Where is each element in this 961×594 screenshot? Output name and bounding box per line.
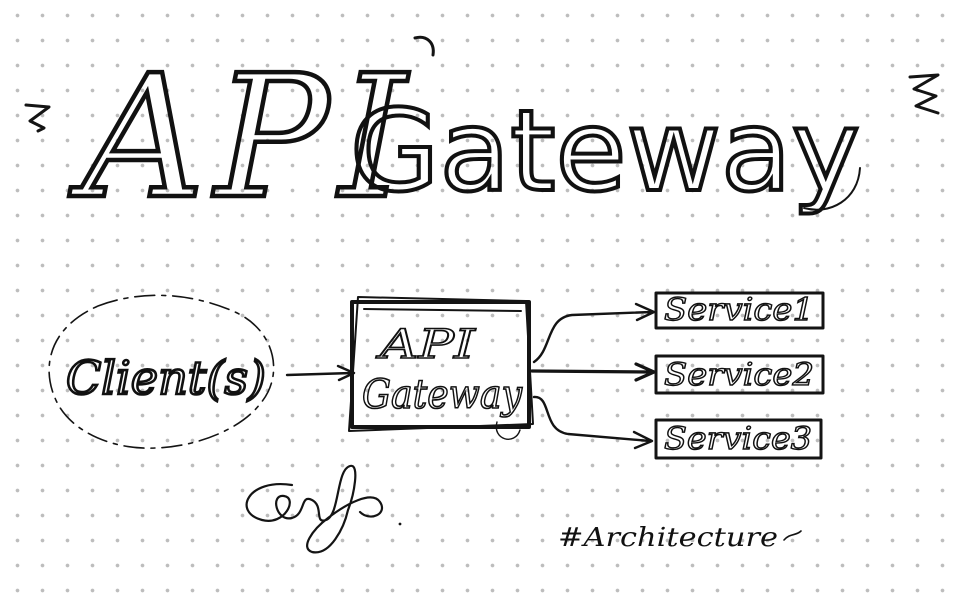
- right-squiggle-mark: [908, 73, 940, 115]
- service3-label: Service3: [664, 421, 812, 457]
- client-to-gateway-arrow: [285, 364, 356, 382]
- hashtag-tail-mark: [783, 530, 802, 541]
- title-y-tail: [803, 167, 861, 211]
- hashtag-label: #Architecture: [558, 523, 778, 553]
- gateway-label-line1: API: [375, 322, 477, 368]
- service2-label: Service2: [664, 357, 814, 393]
- gateway-label-line2: Gateway: [362, 372, 523, 418]
- service2-box: [654, 354, 825, 395]
- left-squiggle-mark: [24, 103, 51, 133]
- arrow-to-service2: [530, 362, 656, 382]
- service1-label: Service1: [664, 292, 814, 328]
- arrow-to-service3: [532, 395, 654, 450]
- arrow-to-service1: [532, 302, 656, 364]
- service2-node: Service2: [654, 354, 825, 395]
- client-cloud: [48, 294, 275, 449]
- signature-scribble: [245, 464, 383, 554]
- gateway-loop-mark: [495, 421, 521, 440]
- signature-dot: [398, 522, 402, 526]
- title-api: API: [69, 39, 416, 237]
- gateway-box-sketch-lines: [348, 296, 534, 432]
- title-gateway: Gateway: [350, 87, 860, 217]
- title-g-flourish: [413, 35, 435, 57]
- client-label: Client(s): [66, 351, 266, 405]
- service3-node: Service3: [654, 418, 823, 460]
- service1-node: Service1: [654, 291, 825, 330]
- service3-box: [654, 418, 823, 460]
- service1-box: [654, 291, 825, 330]
